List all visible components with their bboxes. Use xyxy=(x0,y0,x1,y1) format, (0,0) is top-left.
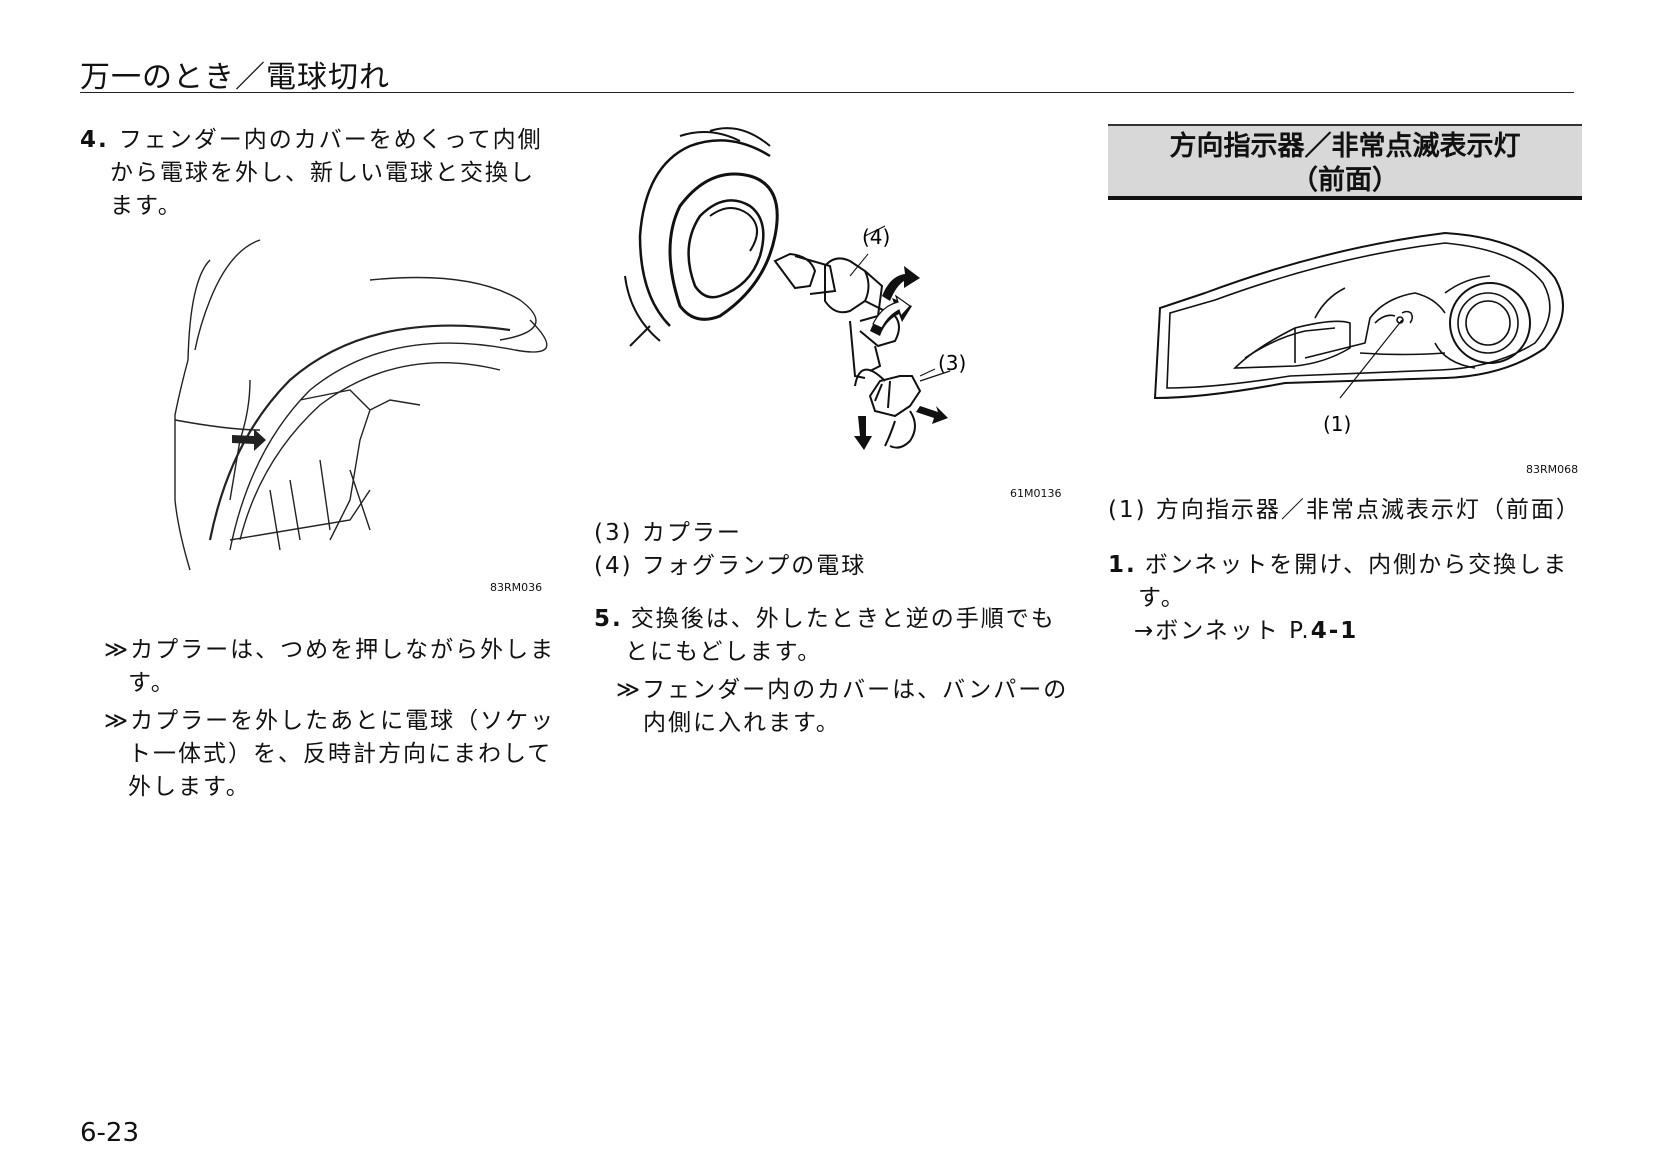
step-1: 1. ボンネットを開け、内側から交換しま xyxy=(1108,549,1568,582)
step-number: 4. xyxy=(80,127,109,153)
callout-1: (1) xyxy=(1323,412,1351,436)
fender-illustration xyxy=(174,239,548,571)
step-1-line2: す。 xyxy=(1138,585,1186,611)
legend-4: (4) フォグランプの電球 xyxy=(594,553,867,579)
step-4-line3: ます。 xyxy=(110,193,183,219)
step-4-line2: から電球を外し、新しい電球と交換し xyxy=(110,160,535,186)
figure-ref: 83RM036 xyxy=(490,581,543,594)
figure-ref: 83RM068 xyxy=(1526,463,1579,476)
note-1-line1: ≫カプラーは、つめを押しながら外しま xyxy=(104,637,556,663)
legend-3: (3) カプラー xyxy=(594,520,742,546)
header-divider xyxy=(80,92,1574,93)
note-3-line1: ≫フェンダー内のカバーは、バンパーの xyxy=(616,677,1069,703)
section-heading-line1: 方向指示器／非常点滅表示灯 xyxy=(1169,131,1521,162)
step-text: ボンネットを開け、内側から交換しま xyxy=(1144,552,1569,578)
headlamp-illustration: (1) xyxy=(1153,231,1564,436)
section-heading-line2: （前面） xyxy=(1291,165,1399,196)
note-2-line3: 外します。 xyxy=(128,774,251,800)
figure-ref: 61M0136 xyxy=(1010,487,1062,500)
step-text: 交換後は、外したときと逆の手順でも xyxy=(630,606,1056,632)
step-number: 1. xyxy=(1108,552,1137,578)
page-header-title: 万一のとき／電球切れ xyxy=(80,60,390,95)
step-4: 4. フェンダー内のカバーをめくって内側 xyxy=(80,124,543,157)
page-link-prefix: →ボンネット P. xyxy=(1134,618,1311,644)
note-1-line2: す。 xyxy=(128,670,176,696)
step-text: フェンダー内のカバーをめくって内側 xyxy=(118,127,543,153)
note-2-line1: ≫カプラーを外したあとに電球（ソケッ xyxy=(104,708,556,734)
step-5-line2: とにもどします。 xyxy=(625,639,823,665)
callout-4: (4) xyxy=(862,225,890,249)
page-link-number: 4-1 xyxy=(1310,618,1359,644)
legend-1: (1) 方向指示器／非常点滅表示灯（前面） xyxy=(1108,497,1581,523)
step-number: 5. xyxy=(594,606,623,632)
page-link[interactable]: →ボンネット P.4-1 xyxy=(1134,615,1358,648)
step-5: 5. 交換後は、外したときと逆の手順でも xyxy=(594,603,1056,636)
page-number: 6-23 xyxy=(80,1118,140,1148)
fog-lamp-illustration: (4) (3) xyxy=(624,127,966,450)
note-3-line2: 内側に入れます。 xyxy=(643,710,841,736)
note-2-line2: ト一体式）を、反時計方向にまわして xyxy=(128,741,553,767)
callout-3: (3) xyxy=(938,351,966,375)
section-heading: 方向指示器／非常点滅表示灯 （前面） xyxy=(1108,124,1582,200)
